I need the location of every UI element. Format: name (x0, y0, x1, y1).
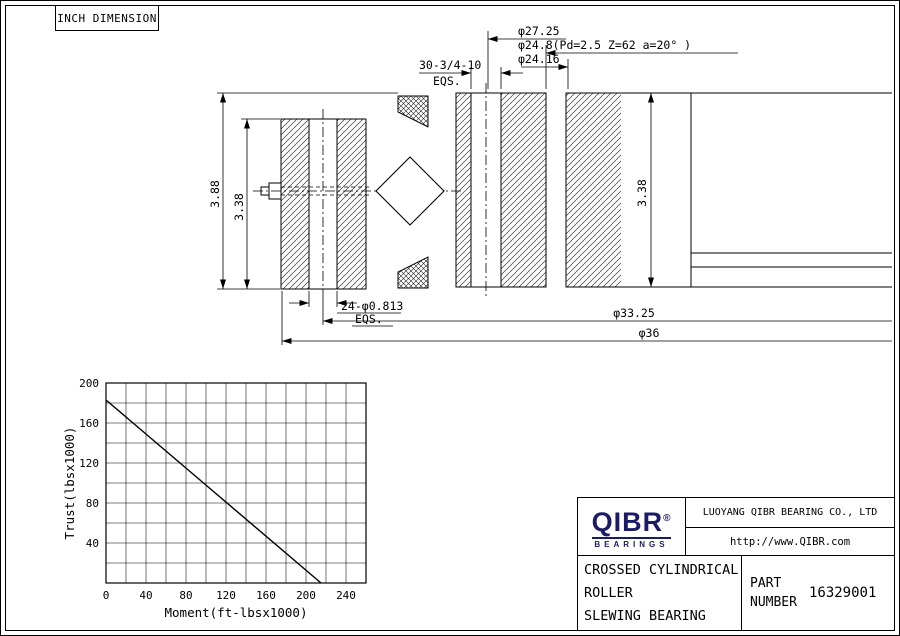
part-label-line1: PART (750, 576, 782, 591)
y-tick-label: 80 (86, 497, 99, 510)
product-title-line1: CROSSED CYLINDRICAL (584, 562, 739, 578)
x-tick-label: 240 (336, 589, 356, 602)
dim-ring-height-right: 3.38 (635, 179, 649, 207)
title-block-brand-row: QIBR® BEARINGS LUOYANG QIBR BEARING CO.,… (578, 498, 894, 556)
inner-ring-section (455, 83, 547, 297)
support-ring-section (565, 92, 892, 288)
seal-bottom-section (397, 256, 429, 289)
x-tick-label: 40 (139, 589, 152, 602)
brand-wordmark: QIBR (591, 506, 664, 537)
y-axis-label: Trust(lbsx1000) (62, 427, 77, 540)
dim-bolt-circle-dia: φ33.25 (613, 306, 655, 320)
units-note-box: INCH DIMENSION (55, 5, 159, 31)
brand-logo: QIBR® BEARINGS (578, 498, 686, 555)
dim-overall-height: 3.88 (208, 180, 222, 208)
x-tick-label: 160 (256, 589, 276, 602)
company-info: LUOYANG QIBR BEARING CO., LTD http://www… (686, 498, 894, 555)
y-tick-label: 40 (86, 537, 99, 550)
dim-ring-height-left: 3.38 (232, 193, 246, 221)
brand-name: QIBR® (592, 505, 672, 536)
title-block-part-row: CROSSED CYLINDRICAL ROLLER SLEWING BEARI… (578, 556, 894, 630)
y-tick-label: 200 (79, 377, 99, 390)
dim-bottom-bolt-pattern: 24-φ0.813 (341, 299, 403, 313)
dim-dia-2725: φ27.25 (518, 24, 560, 38)
product-title-line3: SLEWING BEARING (584, 608, 706, 624)
dim-dia-2416: φ24.16 (518, 52, 560, 66)
dim-outer-dia: φ36 (639, 326, 660, 340)
y-tick-label: 160 (79, 417, 99, 430)
outer-ring-section (280, 109, 367, 299)
chart-series-line (105, 399, 322, 584)
x-tick-label: 120 (216, 589, 236, 602)
dim-top-bolt-eqs: EQS. (433, 74, 461, 88)
part-number-label: PART NUMBER (750, 574, 797, 612)
product-title-line2: ROLLER (584, 585, 633, 601)
product-title: CROSSED CYLINDRICAL ROLLER SLEWING BEARI… (578, 556, 742, 630)
x-tick-label: 200 (296, 589, 316, 602)
dimension-lines (217, 31, 892, 345)
brand-subtitle: BEARINGS (592, 536, 671, 549)
y-tick-label: 120 (79, 457, 99, 470)
seal-top-section (397, 95, 429, 128)
dim-dia-248-gear: φ24.8(Pd=2.5 Z=62 a=20° ) (518, 38, 691, 52)
thrust-moment-chart: 0 40 80 120 160 200 240 40 80 120 160 200Moment(ft-… (62, 377, 367, 620)
company-name: LUOYANG QIBR BEARING CO., LTD (686, 498, 894, 528)
chart-plot-border (105, 382, 367, 584)
x-tick-label: 80 (179, 589, 192, 602)
dim-top-bolt-pattern: 30-3/4-10 (419, 58, 481, 72)
dim-bottom-bolt-eqs: EQS. (355, 312, 383, 326)
registered-mark-icon: ® (663, 512, 672, 524)
x-tick-label: 0 (103, 589, 110, 602)
part-number-value: 16329001 (808, 585, 877, 601)
bearing-section-drawing: φ27.25 φ24.8(Pd=2.5 Z=62 a=20° ) φ24.16 … (208, 24, 892, 345)
part-number-cell: PART NUMBER 16329001 (742, 556, 894, 630)
units-note-label: INCH DIMENSION (57, 11, 157, 25)
crossed-roller-section (375, 156, 445, 226)
part-label-line2: NUMBER (750, 595, 797, 610)
company-website: http://www.QIBR.com (729, 535, 851, 548)
title-block: QIBR® BEARINGS LUOYANG QIBR BEARING CO.,… (577, 497, 895, 631)
x-axis-label: Moment(ft-lbsx1000) (165, 605, 308, 620)
